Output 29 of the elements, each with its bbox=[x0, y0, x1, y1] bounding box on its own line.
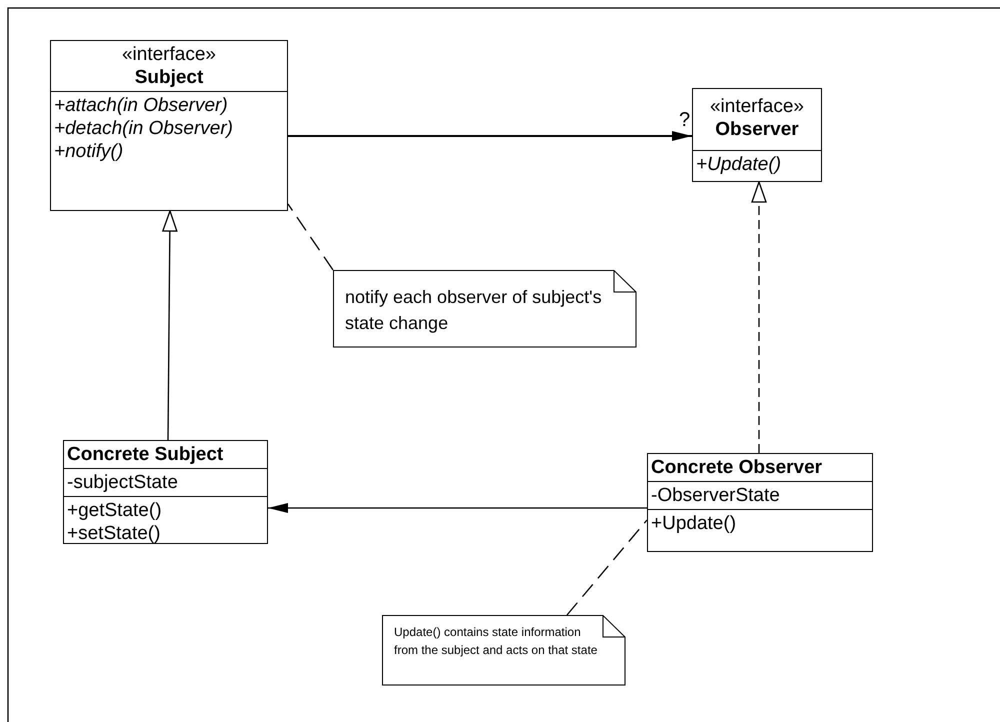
note bbox=[382, 615, 626, 686]
class-box bbox=[647, 453, 873, 552]
generalization-arrow bbox=[162, 210, 178, 440]
class-name: Subject bbox=[134, 66, 204, 89]
class-box bbox=[63, 440, 268, 544]
class-name: Concrete Subject bbox=[67, 443, 224, 466]
note bbox=[333, 270, 637, 348]
class-box bbox=[50, 40, 288, 211]
operation-text: +attach(in Observer) bbox=[54, 94, 229, 117]
note-connector bbox=[566, 520, 648, 616]
association-arrow bbox=[268, 503, 647, 513]
note-text: notify each observer of subject's state change bbox=[345, 287, 602, 333]
class-box bbox=[692, 88, 822, 182]
member-text: +setState() bbox=[67, 522, 162, 545]
association-arrow bbox=[288, 131, 692, 141]
member-text: -ObserverState bbox=[651, 484, 781, 507]
member-text: +getState() bbox=[67, 499, 163, 522]
member-text: +Update() bbox=[651, 512, 738, 535]
operation-text: +detach(in Observer) bbox=[54, 117, 234, 140]
note-connector bbox=[287, 204, 334, 270]
member-text: -subjectState bbox=[67, 471, 179, 494]
realization-arrow bbox=[751, 181, 767, 453]
operation-text: +Update() bbox=[696, 153, 782, 176]
operation-text: +notify() bbox=[54, 140, 124, 163]
note-text: Update() contains state information from the subject and acts on that state bbox=[394, 625, 598, 657]
stereotype-text: «interface» bbox=[120, 43, 217, 66]
class-name: Observer bbox=[714, 118, 800, 141]
class-name: Concrete Observer bbox=[651, 456, 824, 479]
stereotype-text: «interface» bbox=[708, 95, 805, 118]
